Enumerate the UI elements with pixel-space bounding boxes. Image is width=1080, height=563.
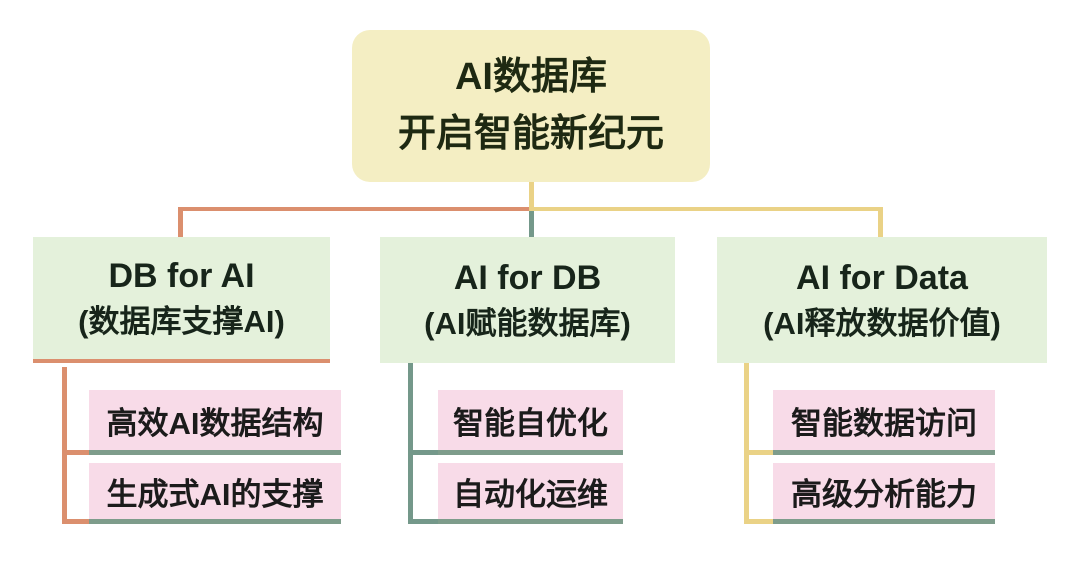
leaf-label: 高效AI数据结构 (106, 405, 324, 441)
connector-left-leaf2-stub (67, 519, 89, 524)
leaf-label: 智能数据访问 (791, 405, 977, 441)
connector-left-branch-vertical (62, 367, 67, 524)
leaf-node-advanced-analytics: 高级分析能力 (773, 463, 995, 524)
branch-node-ai-for-db: AI for DB (AI赋能数据库) (380, 237, 675, 363)
connector-right-horizontal (529, 207, 883, 211)
leaf-label: 自动化运维 (453, 476, 608, 512)
leaf-node-generative-ai-support: 生成式AI的支撑 (89, 463, 341, 524)
branch-node-ai-for-data: AI for Data (AI释放数据价值) (717, 237, 1047, 363)
root-title-line-1: AI数据库 (454, 56, 607, 98)
leaf-label: 生成式AI的支撑 (106, 476, 324, 512)
branch-node-db-for-ai: DB for AI (数据库支撑AI) (33, 237, 330, 363)
branch-title-zh: (AI释放数据价值) (763, 306, 1001, 342)
leaf-label: 高级分析能力 (791, 476, 977, 512)
leaf-node-intelligent-data-access: 智能数据访问 (773, 390, 995, 455)
connector-middle-branch-vertical (408, 363, 413, 524)
leaf-label: 智能自优化 (453, 405, 608, 441)
leaf-node-intelligent-self-optimization: 智能自优化 (438, 390, 623, 455)
connector-middle-leaf1-stub (413, 450, 438, 455)
branch-title-zh: (AI赋能数据库) (424, 306, 631, 342)
branch-title-en: AI for Data (796, 258, 968, 297)
branch-title-zh: (数据库支撑AI) (78, 304, 285, 340)
connector-middle-drop (529, 211, 534, 237)
connector-right-leaf2-stub (749, 519, 773, 524)
branch-title-en: AI for DB (453, 258, 602, 297)
leaf-node-efficient-ai-data-structures: 高效AI数据结构 (89, 390, 341, 455)
connector-right-branch-vertical (744, 363, 749, 524)
connector-middle-leaf2-stub (413, 519, 438, 524)
connector-root-stem (529, 182, 534, 207)
connector-left-drop (178, 207, 183, 237)
connector-right-leaf1-stub (749, 450, 773, 455)
root-node: AI数据库 开启智能新纪元 (352, 30, 710, 182)
leaf-node-automated-operations: 自动化运维 (438, 463, 623, 524)
root-title-line-2: 开启智能新纪元 (397, 113, 664, 155)
connector-left-leaf1-stub (67, 450, 89, 455)
connector-left-horizontal (178, 207, 529, 211)
branch-title-en: DB for AI (108, 256, 255, 295)
connector-right-drop (878, 207, 883, 237)
